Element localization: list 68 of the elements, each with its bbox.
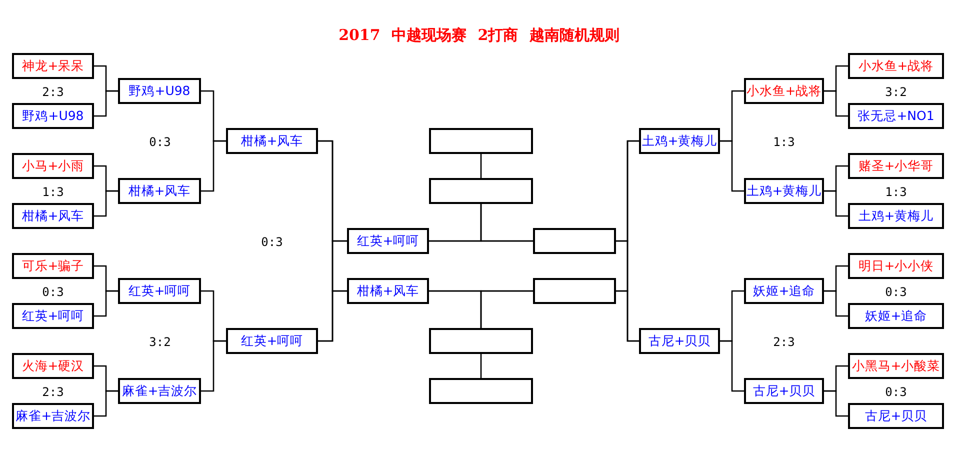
- bracket-line: [824, 190, 848, 217]
- bracket-line: [824, 390, 848, 417]
- team-name-box: 柑橘+风车: [226, 128, 318, 154]
- bracket-line: [720, 140, 744, 192]
- team-name-box: 张无忌+NO1: [848, 103, 944, 129]
- team-name-box: 红英+呵呵: [347, 228, 429, 254]
- bracket-line: [824, 90, 848, 117]
- bracket-line: [480, 290, 533, 328]
- team-name-box: 红英+呵呵: [226, 328, 318, 354]
- score-text: 1:3: [885, 185, 907, 199]
- score-text: 3:2: [149, 335, 171, 349]
- bracket-line: [616, 290, 639, 342]
- score-text: 0:3: [885, 385, 907, 399]
- team-name-box: 古尼+贝贝: [744, 378, 824, 404]
- team-name-box: 妖姬+追命: [848, 303, 944, 329]
- team-name-box: 野鸡+U98: [118, 78, 201, 104]
- team-name-box: 柑橘+风车: [118, 178, 201, 204]
- team-name-box: 小水鱼+战将: [848, 53, 944, 79]
- bracket-line: [480, 204, 533, 242]
- team-name-box: 麻雀+吉波尔: [12, 403, 94, 429]
- team-name-box: 古尼+贝贝: [639, 328, 720, 354]
- empty-box: [533, 278, 616, 304]
- team-name-box: 妖姬+追命: [744, 278, 824, 304]
- empty-box: [533, 228, 616, 254]
- empty-box: [429, 128, 533, 154]
- team-name-box: 红英+呵呵: [12, 303, 94, 329]
- team-name-box: 土鸡+黄梅儿: [848, 203, 944, 229]
- bracket-line: [94, 190, 118, 217]
- bracket-line: [94, 390, 118, 417]
- bracket-line: [318, 290, 347, 342]
- team-name-box: 柑橘+风车: [12, 203, 94, 229]
- empty-box: [429, 378, 533, 404]
- team-name-box: 赌圣+小华哥: [848, 153, 944, 179]
- team-name-box: 明日+小小侠: [848, 253, 944, 279]
- score-text: 2:3: [773, 335, 795, 349]
- score-text: 1:3: [773, 135, 795, 149]
- bracket-line: [720, 340, 744, 392]
- score-text: 0:3: [261, 235, 283, 249]
- team-name-box: 土鸡+黄梅儿: [639, 128, 720, 154]
- score-text: 2:3: [42, 85, 64, 99]
- team-name-box: 小马+小雨: [12, 153, 94, 179]
- team-name-box: 神龙+呆呆: [12, 53, 94, 79]
- score-text: 2:3: [42, 385, 64, 399]
- empty-box: [429, 328, 533, 354]
- score-text: 0:3: [42, 285, 64, 299]
- team-name-box: 土鸡+黄梅儿: [744, 178, 824, 204]
- team-name-box: 红英+呵呵: [118, 278, 201, 304]
- bracket-line: [480, 154, 482, 178]
- bracket-line: [201, 140, 226, 192]
- score-text: 1:3: [42, 185, 64, 199]
- score-text: 0:3: [885, 285, 907, 299]
- team-name-box: 火海+硬汉: [12, 353, 94, 379]
- bracket-line: [480, 354, 482, 378]
- score-text: 0:3: [149, 135, 171, 149]
- bracket-line: [824, 290, 848, 317]
- team-name-box: 野鸡+U98: [12, 103, 94, 129]
- team-name-box: 小黑马+小酸菜: [848, 353, 944, 379]
- bracket-line: [94, 290, 118, 317]
- title: 2017 中越现场赛 2打商 越南随机规则: [338, 26, 620, 45]
- team-name-box: 小水鱼+战将: [744, 78, 824, 104]
- team-name-box: 古尼+贝贝: [848, 403, 944, 429]
- empty-box: [429, 178, 533, 204]
- bracket-line: [94, 90, 118, 117]
- team-name-box: 柑橘+风车: [347, 278, 429, 304]
- bracket-line: [201, 340, 226, 392]
- score-text: 3:2: [885, 85, 907, 99]
- team-name-box: 可乐+骗子: [12, 253, 94, 279]
- team-name-box: 麻雀+吉波尔: [118, 378, 201, 404]
